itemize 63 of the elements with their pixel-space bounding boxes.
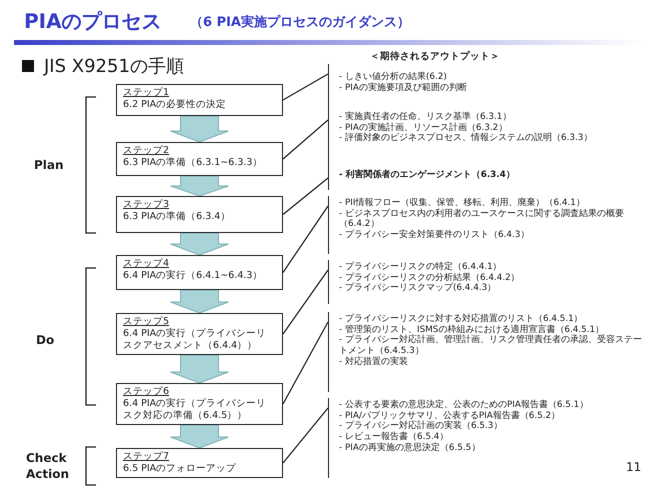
step-box bbox=[116, 448, 283, 478]
step-heading: ステップ3 bbox=[123, 199, 170, 211]
step-box bbox=[116, 383, 283, 425]
step-description: 6.4 PIAの実行（プライバシーリスク対応の準備（6.4.5）） bbox=[123, 398, 268, 422]
output-item: - PIA/パブリックサマリ、公表するPIA報告書（6.5.2） bbox=[339, 410, 562, 421]
leader-line bbox=[282, 73, 328, 101]
output-item: - PIAの実施計画、リソース計画（6.3.2） bbox=[339, 122, 508, 133]
output-item: - PIAの実施要項及び範囲の判断 bbox=[339, 82, 468, 94]
step-heading: ステップ5 bbox=[123, 316, 170, 328]
leader-line bbox=[282, 178, 328, 215]
output-item: - 管理策のリスト、ISMSの枠組みにおける適用宣言書（6.4.5.1） bbox=[339, 324, 604, 335]
step-heading: ステップ6 bbox=[123, 386, 170, 398]
step-box bbox=[116, 84, 283, 116]
output-item: - プライバシーリスクの分析結果（6.4.4.2） bbox=[339, 272, 521, 283]
block-arrow bbox=[170, 424, 229, 449]
section-heading: JIS X9251の手順 bbox=[44, 55, 184, 78]
step-description: 6.2 PIAの必要性の決定 bbox=[123, 98, 228, 111]
step-box bbox=[116, 196, 283, 233]
step-heading: ステップ4 bbox=[123, 258, 170, 270]
step-heading: ステップ1 bbox=[123, 87, 170, 99]
output-item: - プライバシーリスクに対する対応措置のリスト（6.4.5.1） bbox=[339, 314, 584, 324]
leader-line bbox=[282, 270, 328, 334]
step-heading: ステップ2 bbox=[123, 145, 170, 157]
block-arrow bbox=[170, 290, 229, 314]
output-item: - プライバシー対応計画の実装（6.5.3） bbox=[339, 421, 504, 432]
block-arrow bbox=[170, 176, 229, 197]
step-box bbox=[116, 142, 283, 176]
output-item: - レビュー報告書（6.5.4） bbox=[339, 432, 450, 442]
block-arrow bbox=[170, 116, 229, 143]
output-item: - しきい値分析の結果(6.2) bbox=[339, 72, 448, 82]
output-item: - 公表する要素の意思決定、公表のためのPIA報告書（6.5.1） bbox=[339, 400, 590, 410]
output-item: - PIAの再実施の意思決定（6.5.5） bbox=[339, 442, 482, 454]
step-description: 6.3 PIAの準備（6.3.1~6.3.3） bbox=[123, 156, 264, 169]
step-heading: ステップ7 bbox=[123, 451, 170, 463]
slide-title: PIAのプロセス bbox=[24, 8, 162, 35]
phase-label: Do bbox=[36, 333, 54, 347]
phase-label: Check Action bbox=[26, 451, 70, 482]
output-item: - 利害関係者のエンゲージメント（6.3.4） bbox=[339, 170, 516, 181]
output-item: - 評価対象のビジネスプロセス、情報システムの説明（6.3.3） bbox=[339, 133, 594, 144]
output-item: - 対応措置の実装 bbox=[339, 356, 409, 368]
step-description: 6.4 PIAの実行（プライバシーリスクアセスメント（6.4.4）） bbox=[123, 328, 268, 352]
phase-label: Plan bbox=[34, 158, 64, 172]
page-number: 11 bbox=[626, 460, 642, 474]
output-item: - プライバシー安全対策要件のリスト（6.4.3） bbox=[339, 230, 530, 241]
output-item: - PII情報フロー（収集、保管、移転、利用、廃棄）（6.4.1） bbox=[339, 198, 586, 208]
output-item: - プライバシーリスクマップ(6.4.4.3） bbox=[339, 283, 498, 294]
output-item: - ビジネスプロセス内の利用者のユースケースに関する調査結果の概要（6.4.2） bbox=[339, 208, 625, 230]
step-box bbox=[116, 255, 283, 290]
column-heading: ＜期待されるアウトプット＞ bbox=[370, 50, 500, 63]
step-description: 6.3 PIAの準備（6.3.4） bbox=[123, 210, 232, 223]
output-item: - プライバシーリスクの特定（6.4.4.1） bbox=[339, 262, 503, 272]
leader-line bbox=[282, 408, 328, 464]
step-description: 6.5 PIAのフォローアップ bbox=[123, 462, 238, 475]
leader-line bbox=[282, 206, 328, 273]
step-description: 6.4 PIAの実行（6.4.1~6.4.3） bbox=[123, 270, 264, 282]
leader-line bbox=[282, 120, 328, 160]
block-arrow bbox=[170, 232, 229, 256]
subtitle: （6 PIA実施プロセスのガイダンス） bbox=[190, 14, 410, 31]
leader-line bbox=[282, 322, 329, 404]
output-item: - 実施責任者の任命、リスク基準（6.3.1） bbox=[339, 112, 512, 122]
output-item: - プライバシー対応計画、管理計画、リスク管理責任者の承認、受容ステートメント（6.4.5.3） bbox=[339, 335, 643, 356]
step-box bbox=[116, 313, 283, 355]
block-arrow bbox=[170, 354, 229, 384]
